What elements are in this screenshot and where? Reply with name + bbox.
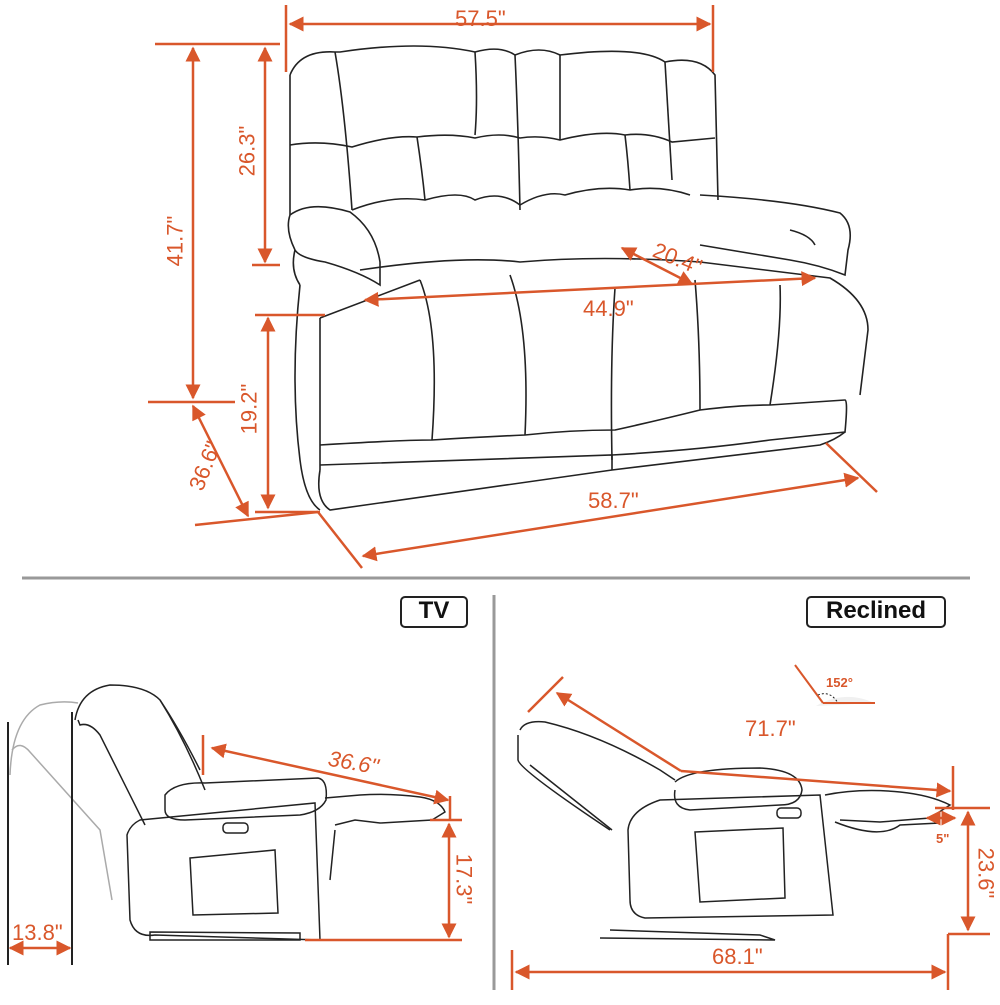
wall-clearance-label: 13.8" <box>12 920 63 945</box>
reclined-dimension-lines <box>510 664 990 990</box>
loveseat-front-drawing <box>287 45 869 511</box>
reclined-length-label: 71.7" <box>745 716 796 741</box>
width-bottom-label: 58.7" <box>588 488 639 513</box>
recline-angle-label: 152° <box>826 675 853 690</box>
width-top-label: 57.5" <box>455 6 506 31</box>
overall-length-label: 68.1" <box>712 944 763 969</box>
seat-width-label: 44.9" <box>583 296 634 321</box>
footrest-extension-label: 5" <box>936 831 950 846</box>
reclined-footrest-height-label: 23.6" <box>973 847 999 899</box>
tv-dimension-lines <box>7 712 462 965</box>
overall-height-label: 41.7" <box>162 215 188 267</box>
front-dimension-lines <box>148 5 878 569</box>
tv-side-drawing <box>9 684 446 941</box>
tv-footrest-height-label: 17.3" <box>451 853 477 905</box>
reclined-badge: Reclined <box>806 596 946 628</box>
back-height-label: 26.3" <box>234 125 260 177</box>
seat-height-label: 19.2" <box>236 383 262 435</box>
reclined-side-drawing <box>517 720 952 941</box>
tv-badge: TV <box>400 596 468 628</box>
